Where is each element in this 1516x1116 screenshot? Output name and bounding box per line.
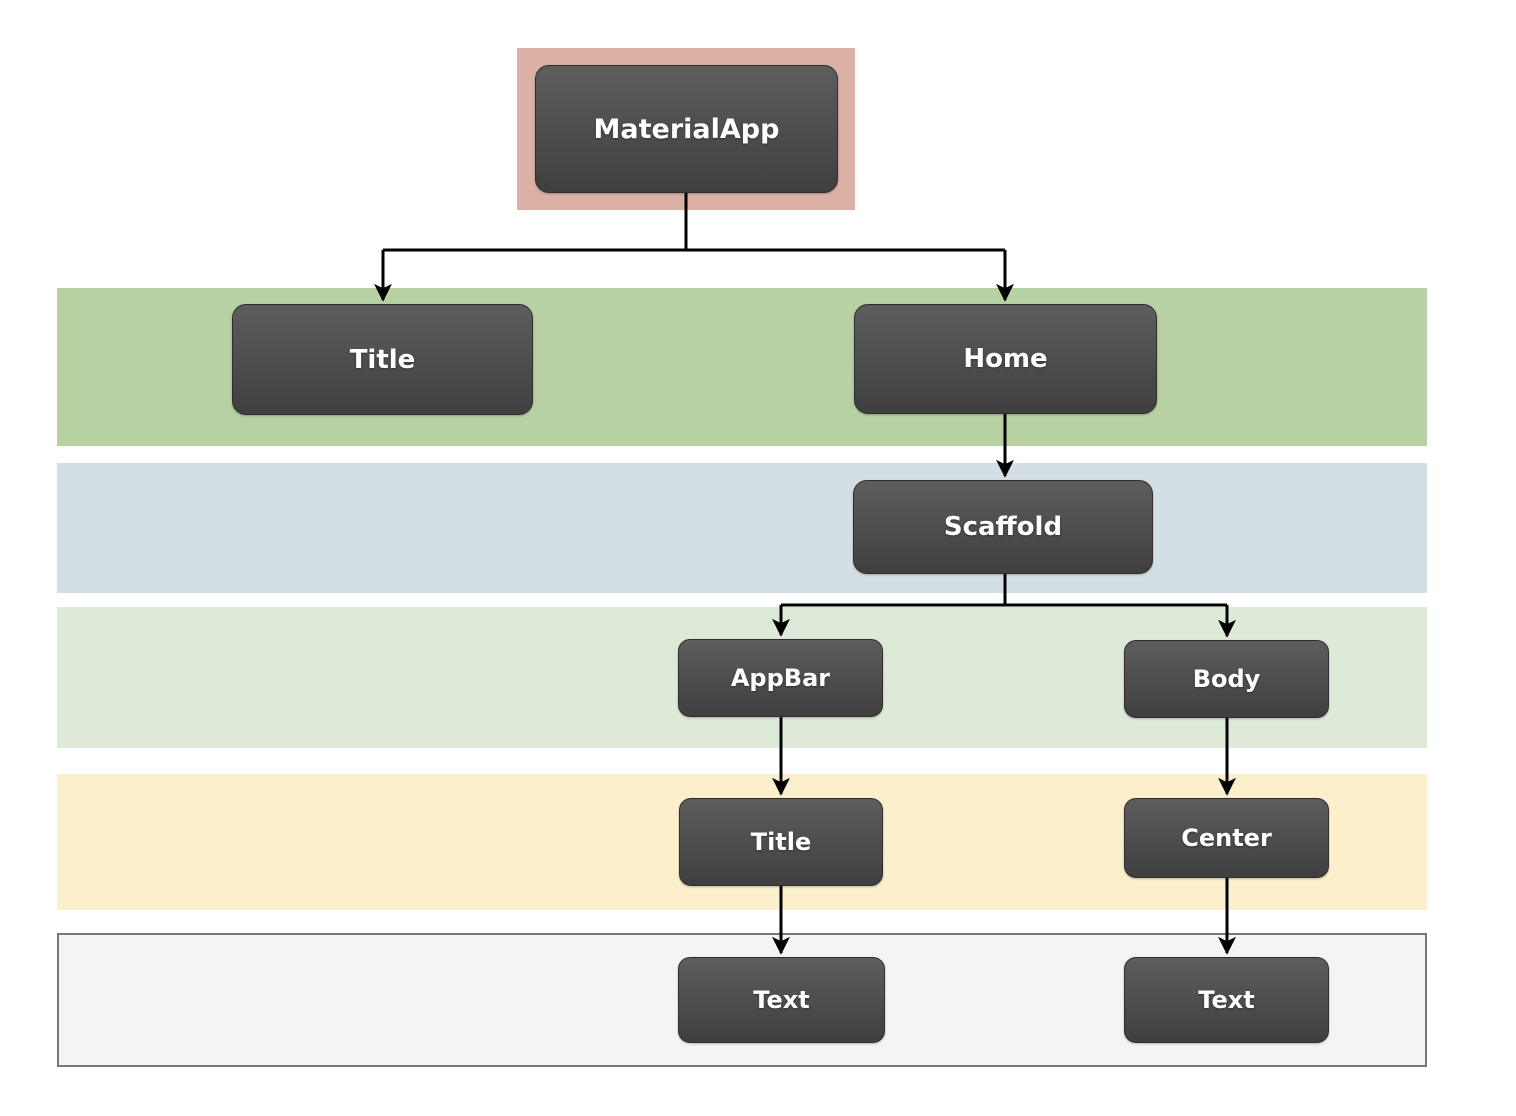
node-appbar: AppBar [678, 639, 883, 717]
edge-materialapp-branch [383, 193, 1005, 252]
node-home: Home [854, 304, 1157, 414]
node-body: Body [1124, 640, 1329, 718]
node-scaffold: Scaffold [853, 480, 1153, 574]
node-title-row4: Title [679, 798, 883, 886]
node-materialapp: MaterialApp [535, 65, 838, 193]
node-center: Center [1124, 798, 1329, 878]
level-band-2 [57, 463, 1427, 593]
node-title-row1: Title [232, 304, 533, 415]
node-text-left: Text [678, 957, 885, 1043]
edge-scaffold-branch [781, 574, 1227, 607]
node-text-right: Text [1124, 957, 1329, 1043]
